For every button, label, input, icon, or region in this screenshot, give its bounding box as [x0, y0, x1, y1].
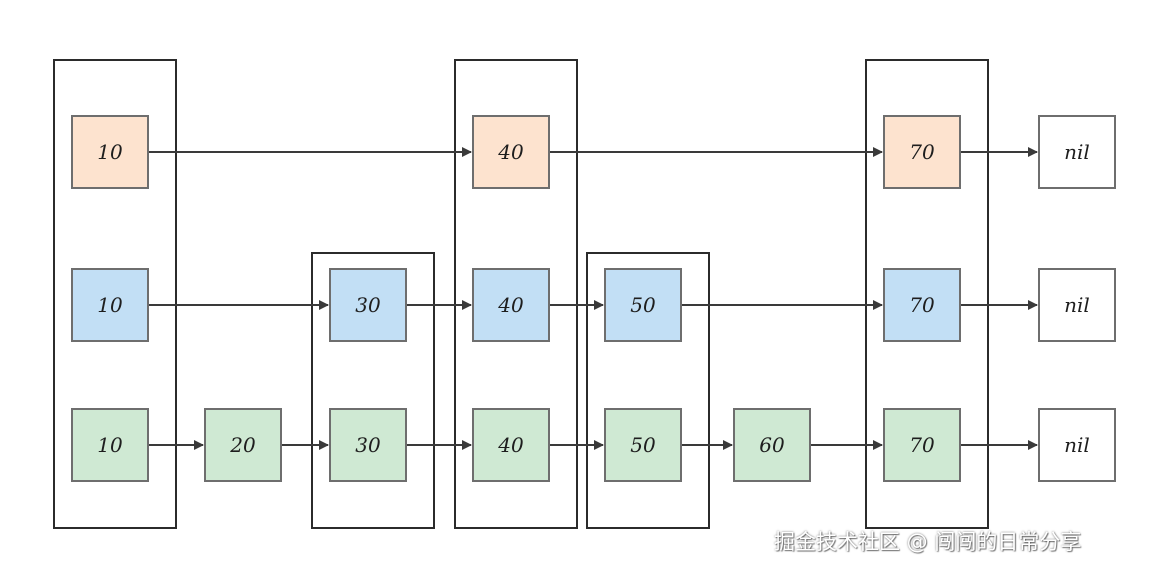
terminal-label: nil [1064, 433, 1090, 457]
node-box [883, 115, 961, 189]
node-box [71, 268, 149, 342]
skiplist-nodes: 10 40 70 nil 10 30 40 50 70 nil 10 20 30 40 50 60 70 nil [71, 115, 1116, 482]
terminal-box [1038, 408, 1116, 482]
node-top-40: 40 [472, 115, 550, 189]
node-label: 20 [229, 433, 256, 457]
node-label: 70 [909, 140, 935, 164]
tower-frame-50 [586, 252, 710, 529]
node-label: 60 [759, 433, 785, 457]
node-bottom-30: 30 [329, 408, 407, 482]
node-bottom-60: 60 [733, 408, 811, 482]
node-box [604, 408, 682, 482]
node-label: 40 [497, 293, 524, 317]
terminal-bottom: nil [1038, 408, 1116, 482]
node-bottom-20: 20 [204, 408, 282, 482]
node-middle-70: 70 [883, 268, 961, 342]
node-label: 10 [97, 140, 123, 164]
node-label: 50 [630, 433, 656, 457]
tower-frame-30 [311, 252, 435, 529]
terminal-middle: nil [1038, 268, 1116, 342]
node-label: 10 [97, 433, 123, 457]
node-box [71, 115, 149, 189]
tower-frame-70 [865, 59, 989, 529]
node-box [204, 408, 282, 482]
pointer-arrows [148, 147, 1038, 450]
terminal-box [1038, 115, 1116, 189]
terminal-top: nil [1038, 115, 1116, 189]
node-box [472, 115, 550, 189]
node-bottom-70: 70 [883, 408, 961, 482]
node-box [472, 408, 550, 482]
watermark-text: 掘金技术社区 @ 闯闯的日常分享 [774, 530, 1082, 554]
node-box [733, 408, 811, 482]
node-top-70: 70 [883, 115, 961, 189]
node-label: 30 [355, 433, 381, 457]
tower-frames [53, 59, 989, 529]
node-top-10: 10 [71, 115, 149, 189]
node-box [883, 408, 961, 482]
terminal-box [1038, 268, 1116, 342]
node-label: 70 [909, 293, 935, 317]
node-box [604, 268, 682, 342]
node-middle-50: 50 [604, 268, 682, 342]
node-label: 70 [909, 433, 935, 457]
node-middle-30: 30 [329, 268, 407, 342]
node-box [883, 268, 961, 342]
tower-frame-40 [454, 59, 578, 529]
node-bottom-50: 50 [604, 408, 682, 482]
node-box [329, 408, 407, 482]
tower-frame-10 [53, 59, 177, 529]
terminal-label: nil [1064, 140, 1090, 164]
node-box [71, 408, 149, 482]
node-bottom-40: 40 [472, 408, 550, 482]
node-middle-10: 10 [71, 268, 149, 342]
node-box [329, 268, 407, 342]
node-bottom-10: 10 [71, 408, 149, 482]
node-box [472, 268, 550, 342]
node-label: 40 [497, 140, 524, 164]
node-label: 40 [497, 433, 524, 457]
terminal-label: nil [1064, 293, 1090, 317]
node-label: 10 [97, 293, 123, 317]
node-label: 30 [355, 293, 381, 317]
node-label: 50 [630, 293, 656, 317]
node-middle-40: 40 [472, 268, 550, 342]
